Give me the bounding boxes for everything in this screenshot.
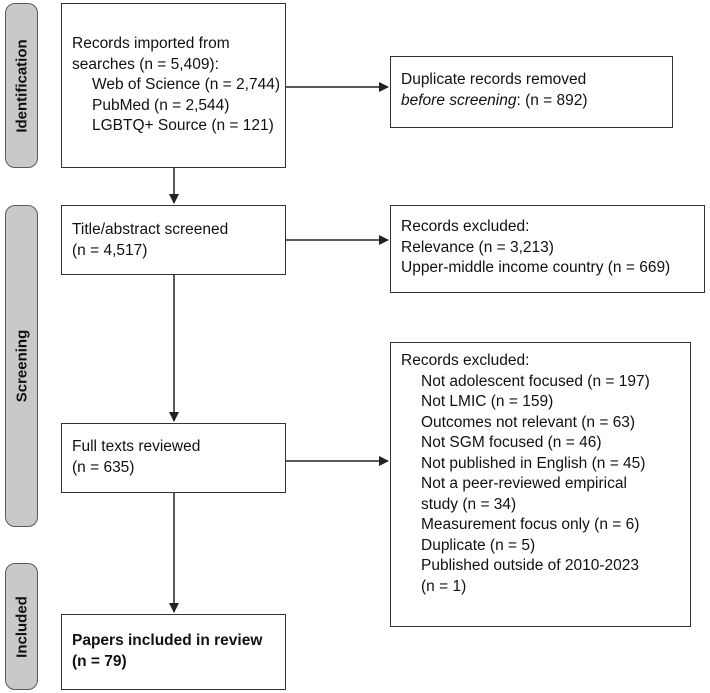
title-screened-line-2: (n = 4,517) bbox=[72, 241, 148, 259]
duplicates-italic: before screening bbox=[401, 91, 517, 109]
excluded-upper-middle: Upper-middle income country (n = 669) bbox=[401, 259, 671, 276]
excluded-title-heading: Records excluded: bbox=[401, 218, 530, 235]
excluded-full-item: Not SGM focused (n = 46) bbox=[421, 434, 602, 451]
stage-identification-label: Identification bbox=[13, 38, 30, 133]
included-line-1: Papers included in review bbox=[72, 632, 263, 649]
excluded-full-item: Duplicate (n = 5) bbox=[421, 536, 536, 554]
source-lgbtq: LGBTQ+ Source (n = 121) bbox=[92, 117, 274, 134]
title-screened-box: Title/abstract screened (n = 4,517) bbox=[61, 205, 286, 275]
title-screened-line-1: Title/abstract screened bbox=[72, 221, 229, 238]
excluded-full-box: Records excluded: Not adolescent focused… bbox=[390, 342, 691, 627]
excluded-full-item: Outcomes not relevant (n = 63) bbox=[421, 413, 636, 431]
excluded-full-heading: Records excluded: bbox=[401, 352, 530, 369]
excluded-full-item: Published outside of 2010-2023 bbox=[421, 557, 640, 574]
imported-heading-1: Records imported from bbox=[72, 35, 230, 52]
full-texts-line-1: Full texts reviewed bbox=[72, 438, 201, 455]
imported-heading-2: searches (n = 5,409): bbox=[72, 55, 219, 73]
duplicates-line-2: before screening: (n = 892) bbox=[401, 91, 662, 112]
source-web-of-science: Web of Science (n = 2,744) bbox=[92, 76, 280, 93]
papers-included-box: Papers included in review (n = 79) bbox=[61, 614, 286, 690]
excluded-full-item: study (n = 34) bbox=[421, 495, 517, 513]
excluded-full-item: Not adolescent focused (n = 197) bbox=[421, 372, 650, 390]
excluded-full-item: (n = 1) bbox=[421, 577, 467, 595]
duplicates-removed-box: Duplicate records removed before screeni… bbox=[390, 56, 673, 128]
excluded-full-item: Not LMIC (n = 159) bbox=[421, 393, 554, 410]
records-imported-box: Records imported from searches (n = 5,40… bbox=[61, 3, 286, 168]
stage-screening-label: Screening bbox=[13, 329, 30, 403]
excluded-full-item: Not published in English (n = 45) bbox=[421, 454, 646, 472]
excluded-relevance: Relevance (n = 3,213) bbox=[401, 238, 554, 256]
full-texts-box: Full texts reviewed (n = 635) bbox=[61, 423, 286, 493]
included-line-2: (n = 79) bbox=[72, 652, 127, 670]
duplicates-count: : (n = 892) bbox=[516, 91, 588, 109]
excluded-full-item: Not a peer-reviewed empirical bbox=[421, 475, 627, 492]
stage-screening: Screening bbox=[5, 205, 38, 527]
stage-identification: Identification bbox=[5, 3, 38, 168]
duplicates-line-1: Duplicate records removed bbox=[401, 71, 587, 88]
stage-included-label: Included bbox=[13, 595, 30, 658]
stage-included: Included bbox=[5, 563, 38, 690]
excluded-title-box: Records excluded: Relevance (n = 3,213) … bbox=[390, 205, 705, 293]
full-texts-line-2: (n = 635) bbox=[72, 458, 135, 476]
source-pubmed: PubMed (n = 2,544) bbox=[92, 96, 230, 114]
excluded-full-item: Measurement focus only (n = 6) bbox=[421, 516, 640, 533]
